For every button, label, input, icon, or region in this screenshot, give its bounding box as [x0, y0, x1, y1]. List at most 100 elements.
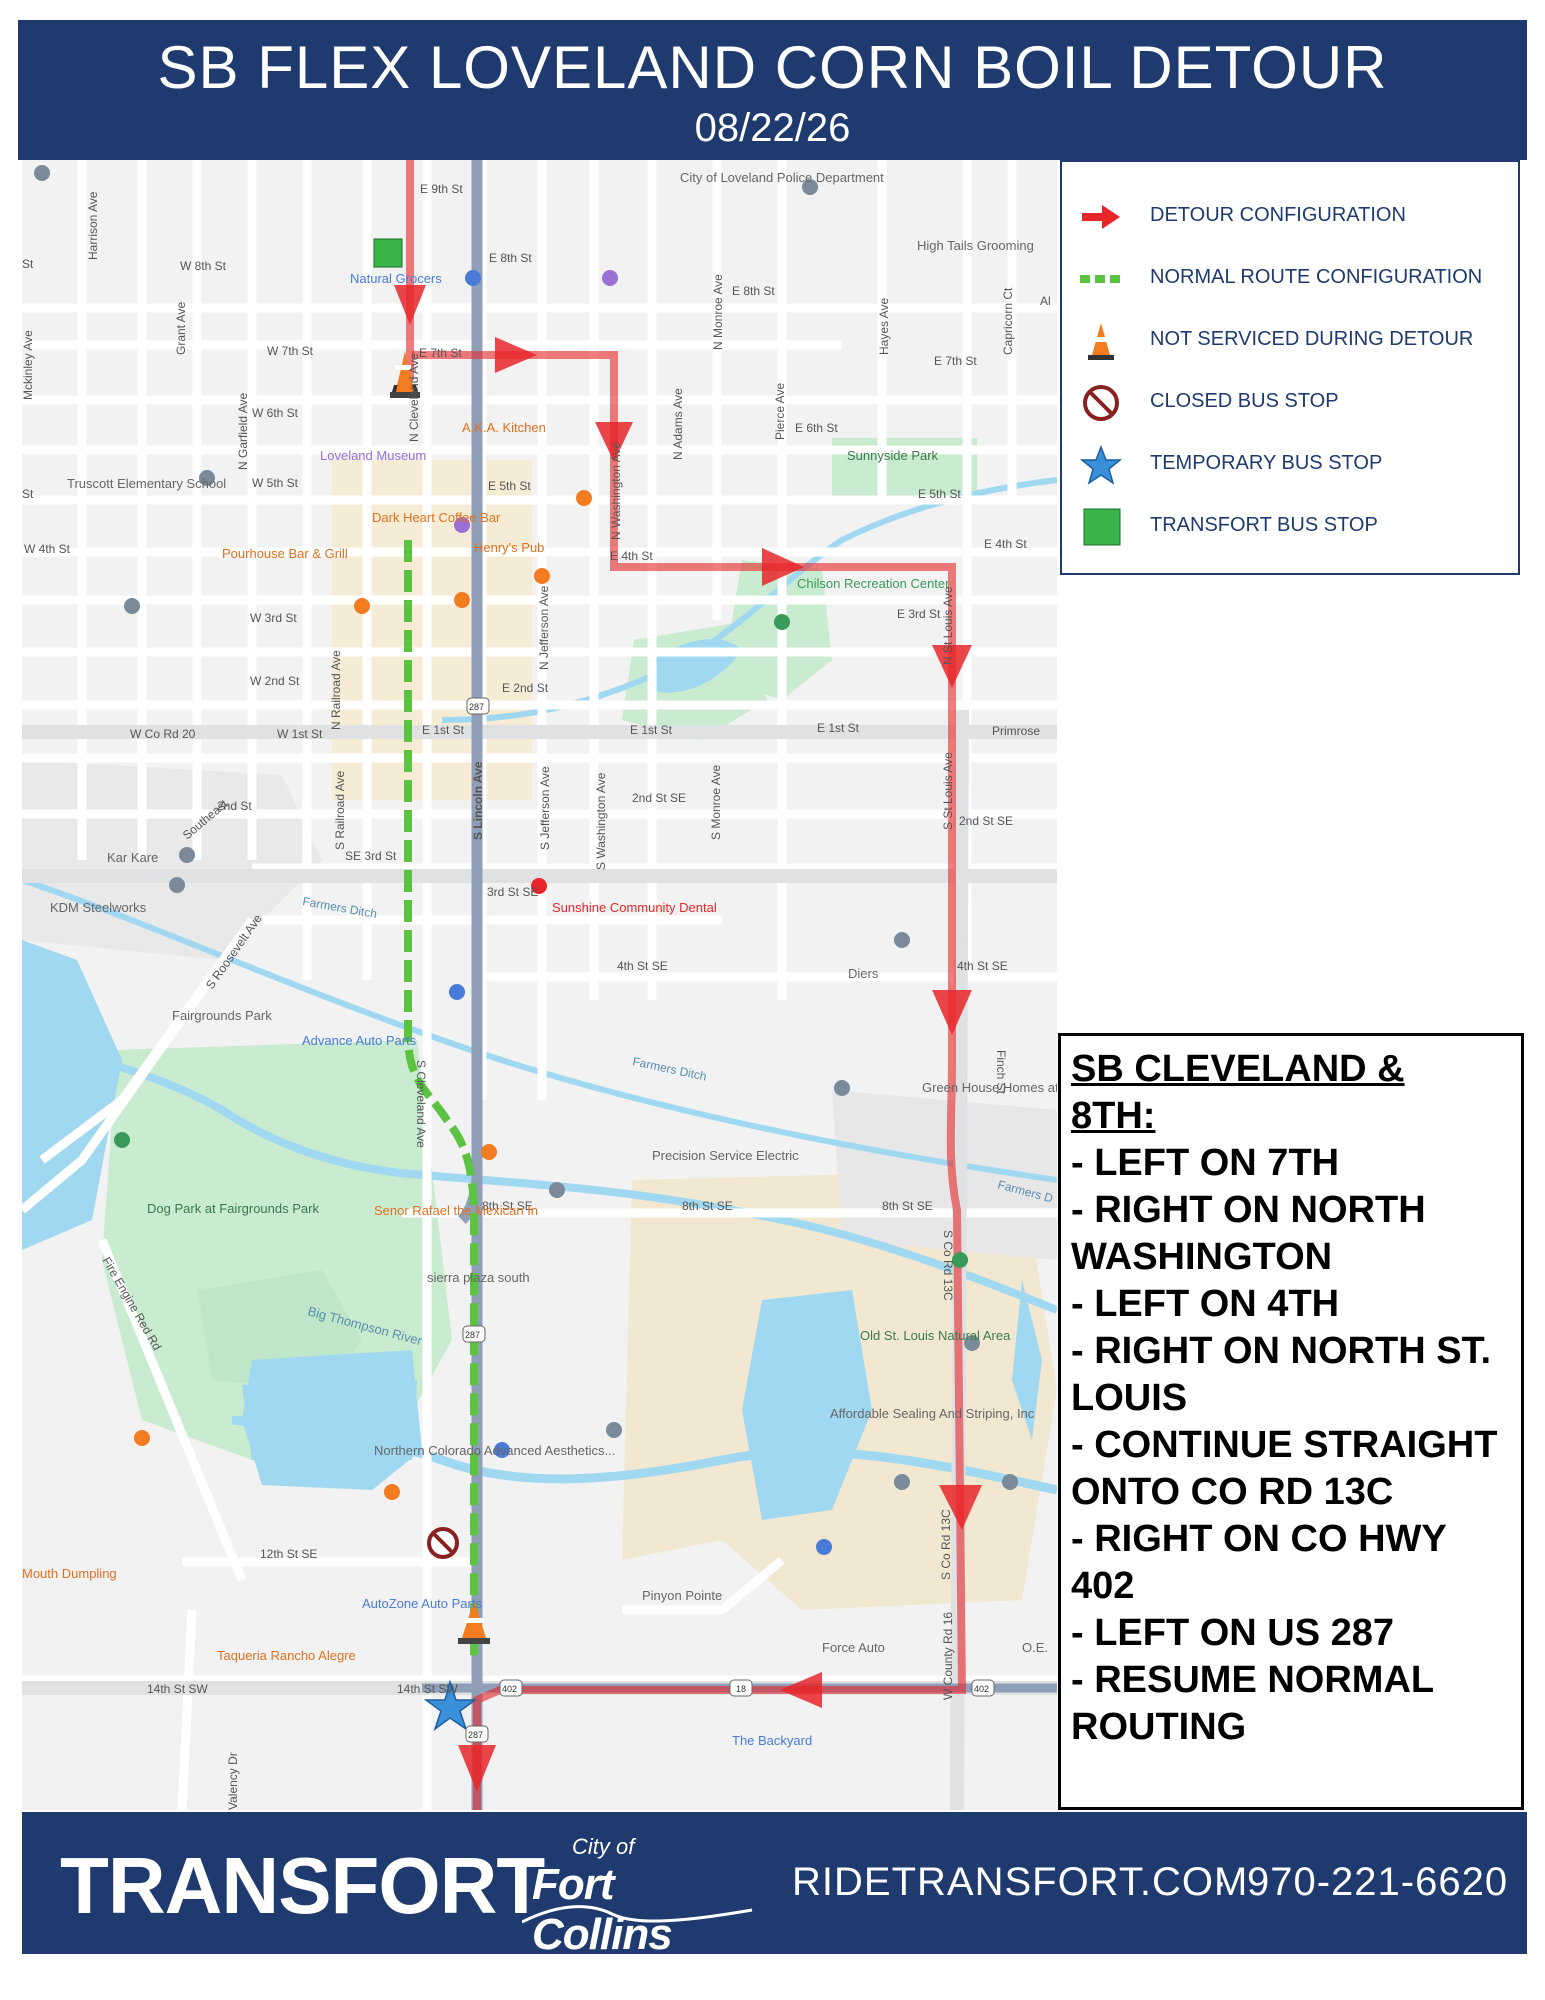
svg-text:Capricorn Ct: Capricorn Ct	[1001, 287, 1015, 355]
svg-text:Finch St: Finch St	[994, 1050, 1008, 1095]
route-shields	[462, 697, 995, 1743]
direction-step: - LEFT ON 7TH	[1071, 1142, 1340, 1184]
svg-text:W Co Rd 20: W Co Rd 20	[130, 727, 196, 741]
svg-text:AutoZone Auto Parts: AutoZone Auto Parts	[362, 1596, 482, 1611]
svg-text:402: 402	[974, 1684, 989, 1694]
direction-step: - LEFT ON US 287	[1071, 1612, 1395, 1654]
svg-text:E 9th St: E 9th St	[420, 182, 463, 196]
svg-text:Kar Kare: Kar Kare	[107, 850, 158, 865]
direction-step: - CONTINUE STRAIGHT ONTO CO RD 13C	[1071, 1424, 1498, 1513]
svg-text:Natural Grocers: Natural Grocers	[350, 271, 442, 286]
map-legend: DETOUR CONFIGURATION NORMAL ROUTE CONFIG…	[1060, 160, 1520, 575]
svg-text:N Monroe Ave: N Monroe Ave	[711, 274, 725, 350]
svg-text:E 8th St: E 8th St	[732, 284, 775, 298]
legend-item-normal-route: NORMAL ROUTE CONFIGURATION	[1062, 254, 1522, 304]
svg-text:14th St SW: 14th St SW	[147, 1682, 208, 1696]
svg-text:Taqueria Rancho Alegre: Taqueria Rancho Alegre	[217, 1648, 356, 1663]
svg-text:Pierce Ave: Pierce Ave	[773, 383, 787, 440]
svg-text:12th St SE: 12th St SE	[260, 1547, 317, 1561]
svg-text:W 7th St: W 7th St	[267, 344, 314, 358]
svg-text:E 1st St: E 1st St	[630, 723, 673, 737]
svg-text:Mouth Dumpling: Mouth Dumpling	[22, 1566, 117, 1581]
directions-heading: SB CLEVELAND & 8TH:	[1071, 1048, 1405, 1137]
poi-markers	[34, 165, 1018, 1555]
closed-stop-icon	[1083, 385, 1119, 421]
website-link[interactable]: RIDETRANSFORT.COM	[792, 1860, 1249, 1904]
svg-text:Fairgrounds Park: Fairgrounds Park	[172, 1008, 272, 1023]
svg-text:Affordable Sealing And Stripin: Affordable Sealing And Striping, Inc	[830, 1406, 1035, 1421]
svg-text:W 5th St: W 5th St	[252, 476, 299, 490]
svg-text:S Railroad Ave: S Railroad Ave	[333, 771, 347, 850]
direction-step: - RIGHT ON NORTH ST. LOUIS	[1071, 1330, 1492, 1419]
svg-text:Precision Service Electric: Precision Service Electric	[652, 1148, 799, 1163]
svg-text:W County Rd 16: W County Rd 16	[941, 1612, 955, 1700]
normal-route-line	[404, 540, 478, 1660]
detour-route	[394, 160, 982, 1810]
svg-text:Pourhouse Bar & Grill: Pourhouse Bar & Grill	[222, 546, 348, 561]
svg-text:8th St SE: 8th St SE	[882, 1199, 933, 1213]
svg-text:Harrison Ave: Harrison Ave	[86, 191, 100, 260]
legend-item-not-serviced: NOT SERVICED DURING DETOUR	[1062, 316, 1522, 366]
svg-text:4th St SE: 4th St SE	[957, 959, 1008, 973]
blue-star-icon	[1080, 445, 1122, 485]
svg-text:Valency Dr: Valency Dr	[226, 1752, 240, 1810]
temporary-bus-stop-star-icon[interactable]	[423, 1679, 478, 1731]
svg-text:E 2nd St: E 2nd St	[502, 681, 549, 695]
phone-number[interactable]: 970-221-6620	[1247, 1860, 1509, 1904]
svg-text:287: 287	[465, 1330, 480, 1340]
traffic-cone-icon[interactable]	[458, 1600, 490, 1644]
svg-text:N St Louis Ave: N St Louis Ave	[941, 586, 955, 665]
svg-text:N Cleveland Ave: N Cleveland Ave	[407, 353, 421, 442]
svg-text:Al: Al	[1040, 294, 1051, 308]
svg-text:Old St. Louis Natural Area: Old St. Louis Natural Area	[860, 1328, 1011, 1343]
svg-text:Sunnyside Park: Sunnyside Park	[847, 448, 939, 463]
svg-text:W 4th St: W 4th St	[24, 542, 71, 556]
svg-text:Senor Rafael the Mexican In: Senor Rafael the Mexican In	[374, 1203, 538, 1218]
svg-text:O.E.: O.E.	[1022, 1640, 1048, 1655]
svg-text:S Jefferson Ave: S Jefferson Ave	[538, 766, 552, 850]
svg-text:Diers: Diers	[848, 966, 879, 981]
footer-banner: TRANSFORT City of Fort Collins RIDETRANS…	[22, 1812, 1527, 1959]
direction-step: - RIGHT ON CO HWY 402	[1071, 1518, 1447, 1607]
svg-text:S Co Rd 13C: S Co Rd 13C	[939, 1509, 953, 1580]
svg-text:Sunshine Community Dental: Sunshine Community Dental	[552, 900, 717, 915]
svg-text:E 5th St: E 5th St	[488, 479, 531, 493]
svg-text:2nd St SE: 2nd St SE	[959, 814, 1013, 828]
svg-text:E 4th St: E 4th St	[610, 549, 653, 563]
city-of-fort-collins-logo: City of Fort Collins	[522, 1832, 762, 1959]
svg-text:S Monroe Ave: S Monroe Ave	[709, 765, 723, 840]
svg-text:High Tails Grooming: High Tails Grooming	[917, 238, 1034, 253]
svg-text:Pinyon Pointe: Pinyon Pointe	[642, 1588, 722, 1603]
svg-text:The Backyard: The Backyard	[732, 1733, 812, 1748]
traffic-cone-icon	[1088, 323, 1114, 360]
svg-text:W 6th St: W 6th St	[252, 406, 299, 420]
svg-text:Force Auto: Force Auto	[822, 1640, 885, 1655]
legend-item-detour: DETOUR CONFIGURATION	[1062, 192, 1522, 242]
detour-map[interactable]: E 9th St W 8th St E 8th St N Monroe Ave …	[22, 160, 1057, 1810]
map-canvas: E 9th St W 8th St E 8th St N Monroe Ave …	[22, 160, 1057, 1810]
red-arrow-icon	[1082, 205, 1120, 229]
svg-text:S Cleveland Ave: S Cleveland Ave	[414, 1060, 428, 1148]
separator-dot: ·	[1214, 1860, 1228, 1904]
page-title: SB FLEX LOVELAND CORN BOIL DETOUR	[157, 34, 1388, 101]
svg-text:Mckinley Ave: Mckinley Ave	[22, 330, 35, 400]
header-banner: SB FLEX LOVELAND CORN BOIL DETOUR 08/22/…	[18, 20, 1527, 160]
svg-text:4th St SE: 4th St SE	[617, 959, 668, 973]
svg-text:Grant Ave: Grant Ave	[174, 302, 188, 355]
svg-text:St: St	[22, 257, 34, 271]
transfort-bus-stop-icon[interactable]	[373, 238, 403, 268]
svg-text:E 3rd St: E 3rd St	[897, 607, 941, 621]
swoosh-icon	[522, 1905, 753, 1924]
svg-text:A.K.A. Kitchen: A.K.A. Kitchen	[462, 420, 546, 435]
svg-text:S Lincoln Ave: S Lincoln Ave	[471, 761, 485, 840]
svg-text:N Adams Ave: N Adams Ave	[671, 388, 685, 460]
closed-stop-icon[interactable]	[427, 1527, 459, 1559]
svg-text:SE 3rd St: SE 3rd St	[345, 849, 397, 863]
direction-step: - LEFT ON 4TH	[1071, 1283, 1340, 1325]
svg-text:sierra plaza south: sierra plaza south	[427, 1270, 530, 1285]
place-labels: City of Loveland Police Department Natur…	[22, 170, 1057, 1748]
svg-text:W 3rd St: W 3rd St	[250, 611, 297, 625]
traffic-cone-icon[interactable]	[390, 351, 420, 398]
svg-text:City of Loveland Police Depart: City of Loveland Police Department	[680, 170, 884, 185]
legend-item-temporary-stop: TEMPORARY BUS STOP	[1062, 440, 1522, 490]
